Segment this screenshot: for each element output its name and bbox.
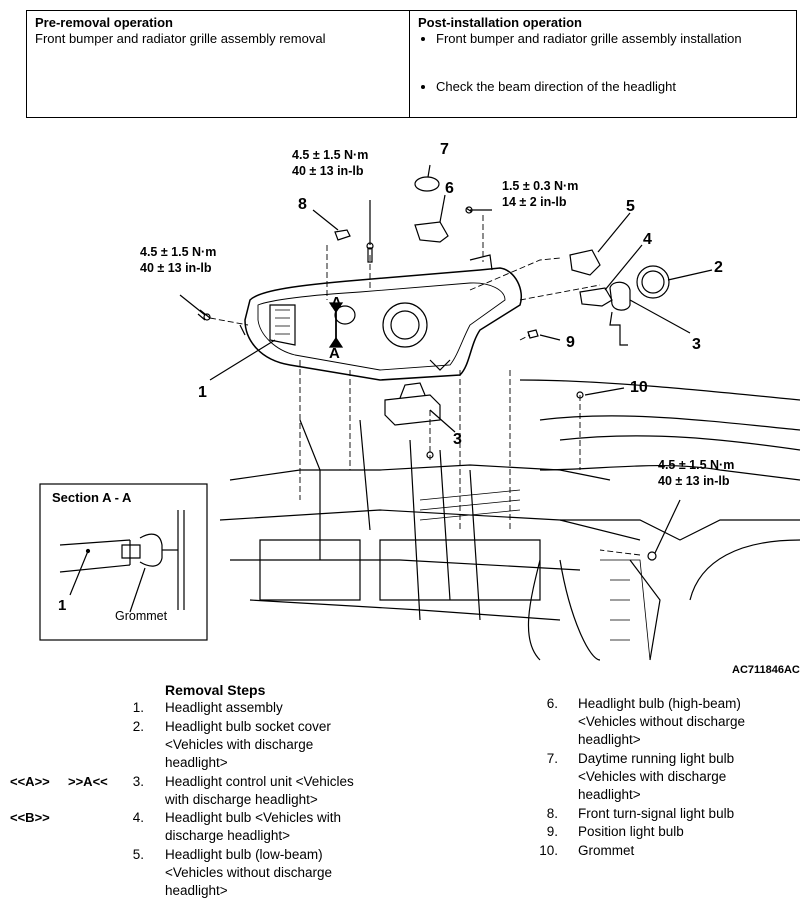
step-5-text-2: <Vehicles without discharge (165, 865, 332, 880)
torque-right-nm: 4.5 ± 1.5 N·m (658, 458, 734, 472)
step-5-text-1: Headlight bulb (low-beam) (165, 847, 323, 862)
grommet-label: Grommet (115, 609, 168, 623)
step-6-num: 6. (546, 696, 558, 711)
pre-removal-item: Front bumper and radiator grille assembl… (35, 31, 326, 46)
post-item-2: Check the beam direction of the headligh… (436, 79, 788, 95)
torque-top-nm: 4.5 ± 1.5 N·m (292, 148, 368, 162)
pre-removal-column: Pre-removal operation Front bumper and r… (27, 11, 410, 117)
step-3-text-1: Headlight control unit <Vehicles (165, 774, 354, 789)
step-6-text-1: Headlight bulb (high-beam) (578, 696, 741, 711)
step-10-text: Grommet (578, 843, 635, 858)
step-6-text-3: headlight> (578, 732, 641, 747)
step-4-text-2: discharge headlight> (165, 828, 290, 843)
step-5-num: 5. (132, 847, 144, 862)
callout-6: 6 (445, 180, 454, 197)
operations-table: Pre-removal operation Front bumper and r… (26, 10, 797, 118)
callout-2: 2 (714, 259, 723, 276)
step-2-text-2: <Vehicles with discharge (165, 737, 314, 752)
headlight-exploded-diagram: Section A - A 1 Grommet 4.5 ± 1.5 N·m 40… (39, 141, 801, 676)
callout-3-center: 3 (453, 431, 462, 448)
step-9-text: Position light bulb (578, 824, 684, 839)
callout-1: 1 (198, 384, 207, 401)
removal-steps-title: Removal Steps (165, 682, 266, 698)
callout-4: 4 (643, 231, 652, 248)
post-item-1: Front bumper and radiator grille assembl… (436, 31, 788, 47)
step-7-text-3: headlight> (578, 787, 641, 802)
torque-mid-nm: 1.5 ± 0.3 N·m (502, 179, 578, 193)
callout-9: 9 (566, 334, 575, 351)
post-installation-header: Post-installation operation (418, 15, 582, 30)
step-3-text-2: with discharge headlight> (165, 792, 318, 807)
step-9-num: 9. (546, 824, 558, 839)
step-4-text-1: Headlight bulb <Vehicles with (165, 810, 341, 825)
callout-10: 10 (630, 379, 648, 396)
torque-left-nm: 4.5 ± 1.5 N·m (140, 245, 216, 259)
callout-7: 7 (440, 141, 449, 158)
pre-removal-header: Pre-removal operation (35, 15, 173, 30)
step-1-text: Headlight assembly (165, 700, 283, 715)
section-title: Section A - A (52, 490, 132, 505)
step-3-code-removal: <<A>> (10, 774, 50, 789)
section-marker-bottom: A (329, 345, 340, 362)
step-2-text-3: headlight> (165, 755, 228, 770)
figure-code: AC711846AC (732, 664, 800, 676)
step-3-num: 3. (132, 774, 144, 789)
section-callout-1: 1 (58, 597, 66, 614)
step-4-code-removal: <<B>> (10, 810, 50, 825)
step-7-num: 7. (546, 751, 558, 766)
torque-top-inlb: 40 ± 13 in-lb (292, 164, 364, 178)
torque-right-inlb: 40 ± 13 in-lb (658, 474, 730, 488)
step-7-text-1: Daytime running light bulb (578, 751, 735, 766)
post-installation-list: Front bumper and radiator grille assembl… (418, 31, 788, 95)
step-3-code-install: >>A<< (68, 774, 108, 789)
step-8-num: 8. (546, 806, 558, 821)
step-8-text: Front turn-signal light bulb (578, 806, 735, 821)
section-inset: Section A - A 1 Grommet (39, 483, 208, 641)
callout-3-right: 3 (692, 336, 701, 353)
step-2-num: 2. (132, 719, 144, 734)
step-2-text-1: Headlight bulb socket cover (165, 719, 331, 734)
step-10-num: 10. (539, 843, 558, 858)
step-6-text-2: <Vehicles without discharge (578, 714, 745, 729)
step-1-num: 1. (132, 700, 144, 715)
section-marker-top: A (331, 294, 342, 311)
torque-left-inlb: 40 ± 13 in-lb (140, 261, 212, 275)
step-5-text-3: headlight> (165, 883, 228, 898)
post-installation-column: Post-installation operation Front bumper… (410, 11, 796, 117)
callout-5: 5 (626, 198, 635, 215)
torque-mid-inlb: 14 ± 2 in-lb (502, 195, 567, 209)
step-4-num: 4. (132, 810, 144, 825)
step-7-text-2: <Vehicles with discharge (578, 769, 727, 784)
callout-8: 8 (298, 196, 307, 213)
